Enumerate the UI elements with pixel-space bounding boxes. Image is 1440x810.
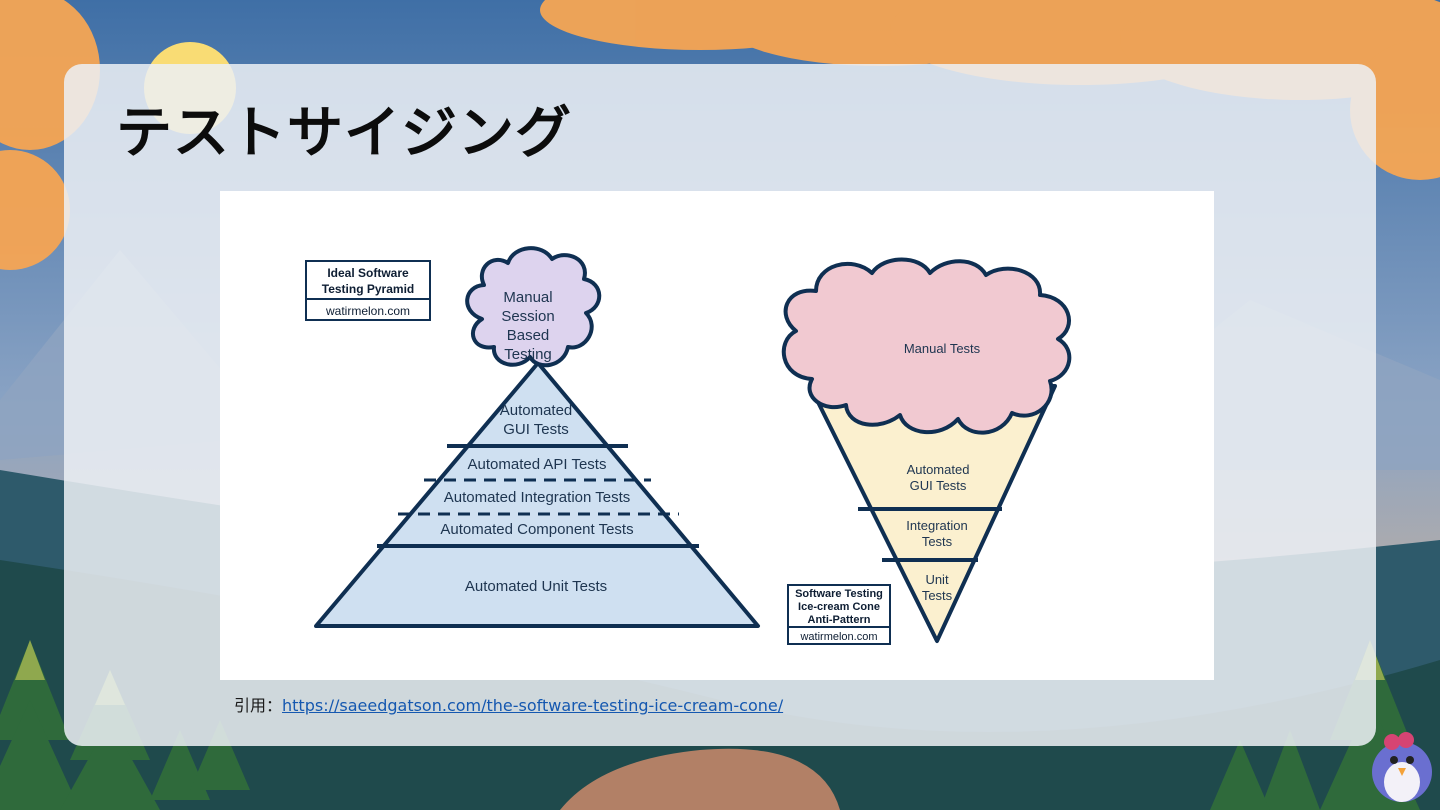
pyramid-gui-line1: Automated [500, 402, 573, 419]
cloud-line-3: Based [507, 327, 550, 344]
citation-link[interactable]: https://saeedgatson.com/the-software-tes… [282, 696, 783, 715]
cone-unit-line1: Unit [925, 572, 949, 587]
pyramid-unit-label: Automated Unit Tests [465, 578, 607, 595]
ice-cream-cone: Manual Tests Automated GUI Tests Integra… [784, 260, 1070, 645]
cone-unit-line2: Tests [922, 588, 953, 603]
cloud-line-2: Session [501, 308, 554, 325]
testing-pyramid: Manual Session Based Testing Automated G… [306, 248, 758, 626]
cone-box-source: watirmelon.com [799, 631, 877, 643]
cone-integration-line2: Tests [922, 534, 953, 549]
cone-gui-line2: GUI Tests [910, 478, 967, 493]
slide-title: テストサイジング [116, 98, 572, 170]
cone-integration-line1: Integration [906, 518, 967, 533]
citation: 引用：https://saeedgatson.com/the-software-… [234, 692, 783, 716]
pyramid-integration-label: Automated Integration Tests [444, 489, 631, 506]
cone-gui-line1: Automated [907, 462, 970, 477]
citation-prefix: 引用： [234, 696, 282, 715]
test-sizing-figure: Manual Session Based Testing Automated G… [220, 191, 1214, 680]
cloud-line-1: Manual [503, 289, 552, 306]
pyramid-legend-box: Ideal Software Testing Pyramid watirmelo… [306, 261, 430, 320]
pyramid-api-label: Automated API Tests [468, 456, 607, 473]
cone-box-line3: Anti-Pattern [808, 614, 871, 626]
cloud-line-4: Testing [504, 346, 552, 363]
cone-box-line2: Ice-cream Cone [798, 601, 880, 613]
pyramid-component-label: Automated Component Tests [440, 521, 633, 538]
pyramid-box-line2: Testing Pyramid [322, 282, 414, 296]
pyramid-box-source: watirmelon.com [325, 304, 410, 318]
cone-box-line1: Software Testing [795, 588, 883, 600]
pyramid-gui-line2: GUI Tests [503, 421, 569, 438]
pyramid-box-line1: Ideal Software [327, 266, 409, 280]
cone-legend-box: Software Testing Ice-cream Cone Anti-Pat… [788, 585, 890, 644]
cone-cloud-label: Manual Tests [904, 341, 981, 356]
test-sizing-diagram: Manual Session Based Testing Automated G… [220, 191, 1214, 680]
